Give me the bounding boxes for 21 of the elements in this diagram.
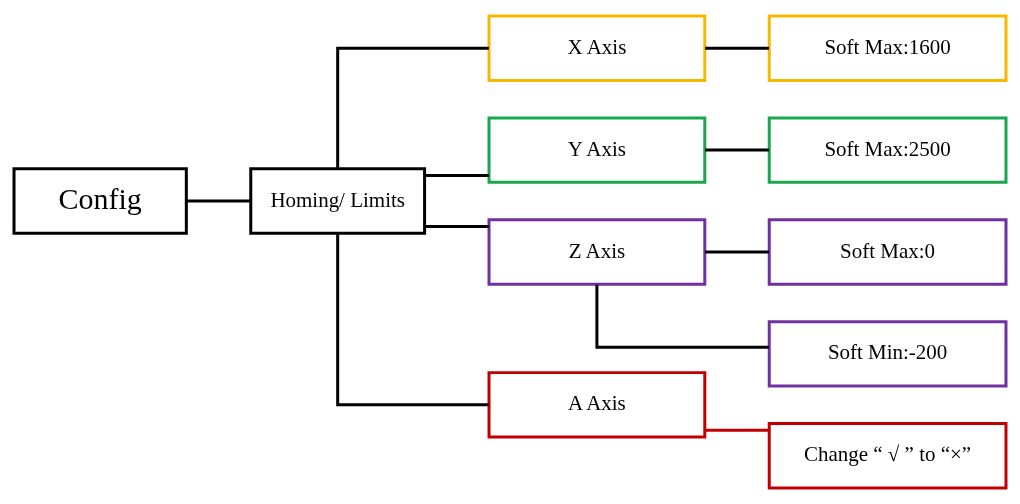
node-box: Soft Max:0 xyxy=(767,218,1008,286)
connector xyxy=(424,174,489,178)
connector xyxy=(186,199,251,203)
node-box: Soft Max:2500 xyxy=(767,116,1008,184)
node-box: A Axis xyxy=(487,371,707,439)
connector xyxy=(705,428,769,432)
connector xyxy=(336,46,489,169)
connector xyxy=(705,250,769,254)
node-box: Homing/ Limits xyxy=(249,167,427,235)
connector xyxy=(595,284,769,349)
connector xyxy=(424,225,489,229)
connector xyxy=(705,46,769,50)
connector xyxy=(336,233,489,407)
node-box: Z Axis xyxy=(487,218,707,286)
node-box: Soft Max:1600 xyxy=(767,14,1008,82)
node-box: Y Axis xyxy=(487,116,707,184)
node-box: Change “ √ ” to “×” xyxy=(767,422,1008,490)
node-box: Soft Min:-200 xyxy=(767,320,1008,388)
node-box: X Axis xyxy=(487,14,707,82)
node-box: Config xyxy=(12,167,188,235)
connector xyxy=(705,148,769,152)
